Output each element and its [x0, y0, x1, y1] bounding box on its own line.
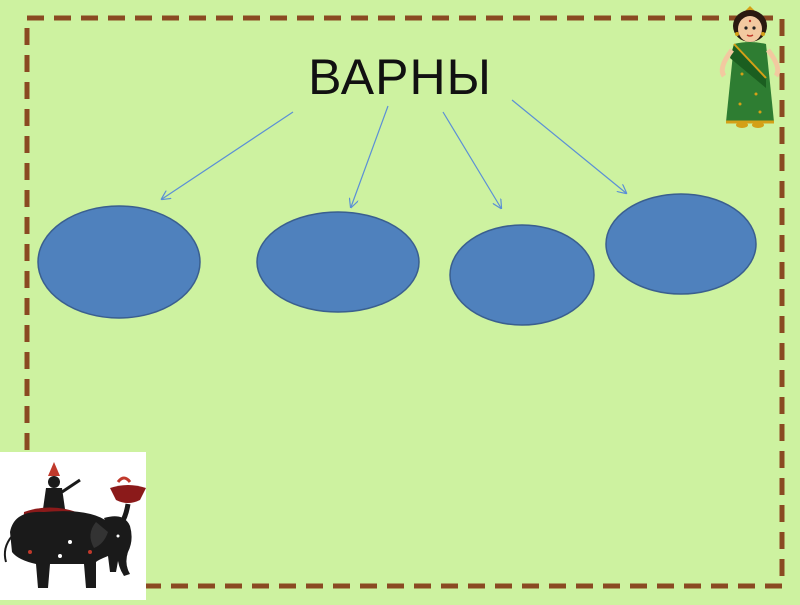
varna-ellipse-3: [450, 225, 594, 325]
arrow-2: [351, 106, 388, 207]
indian-girl-illustration: [712, 4, 788, 130]
varna-ellipse-2: [257, 212, 419, 312]
varna-ellipse-4: [606, 194, 756, 294]
pot-icon: [110, 485, 146, 503]
arrow-3: [443, 112, 501, 208]
arrow-1: [162, 112, 293, 199]
elephant-illustration-panel: [0, 452, 146, 600]
elephant-illustration: [0, 452, 146, 600]
varna-ellipse-1: [38, 206, 200, 318]
slide-title: ВАРНЫ: [250, 48, 550, 106]
arrow-4: [512, 100, 626, 193]
